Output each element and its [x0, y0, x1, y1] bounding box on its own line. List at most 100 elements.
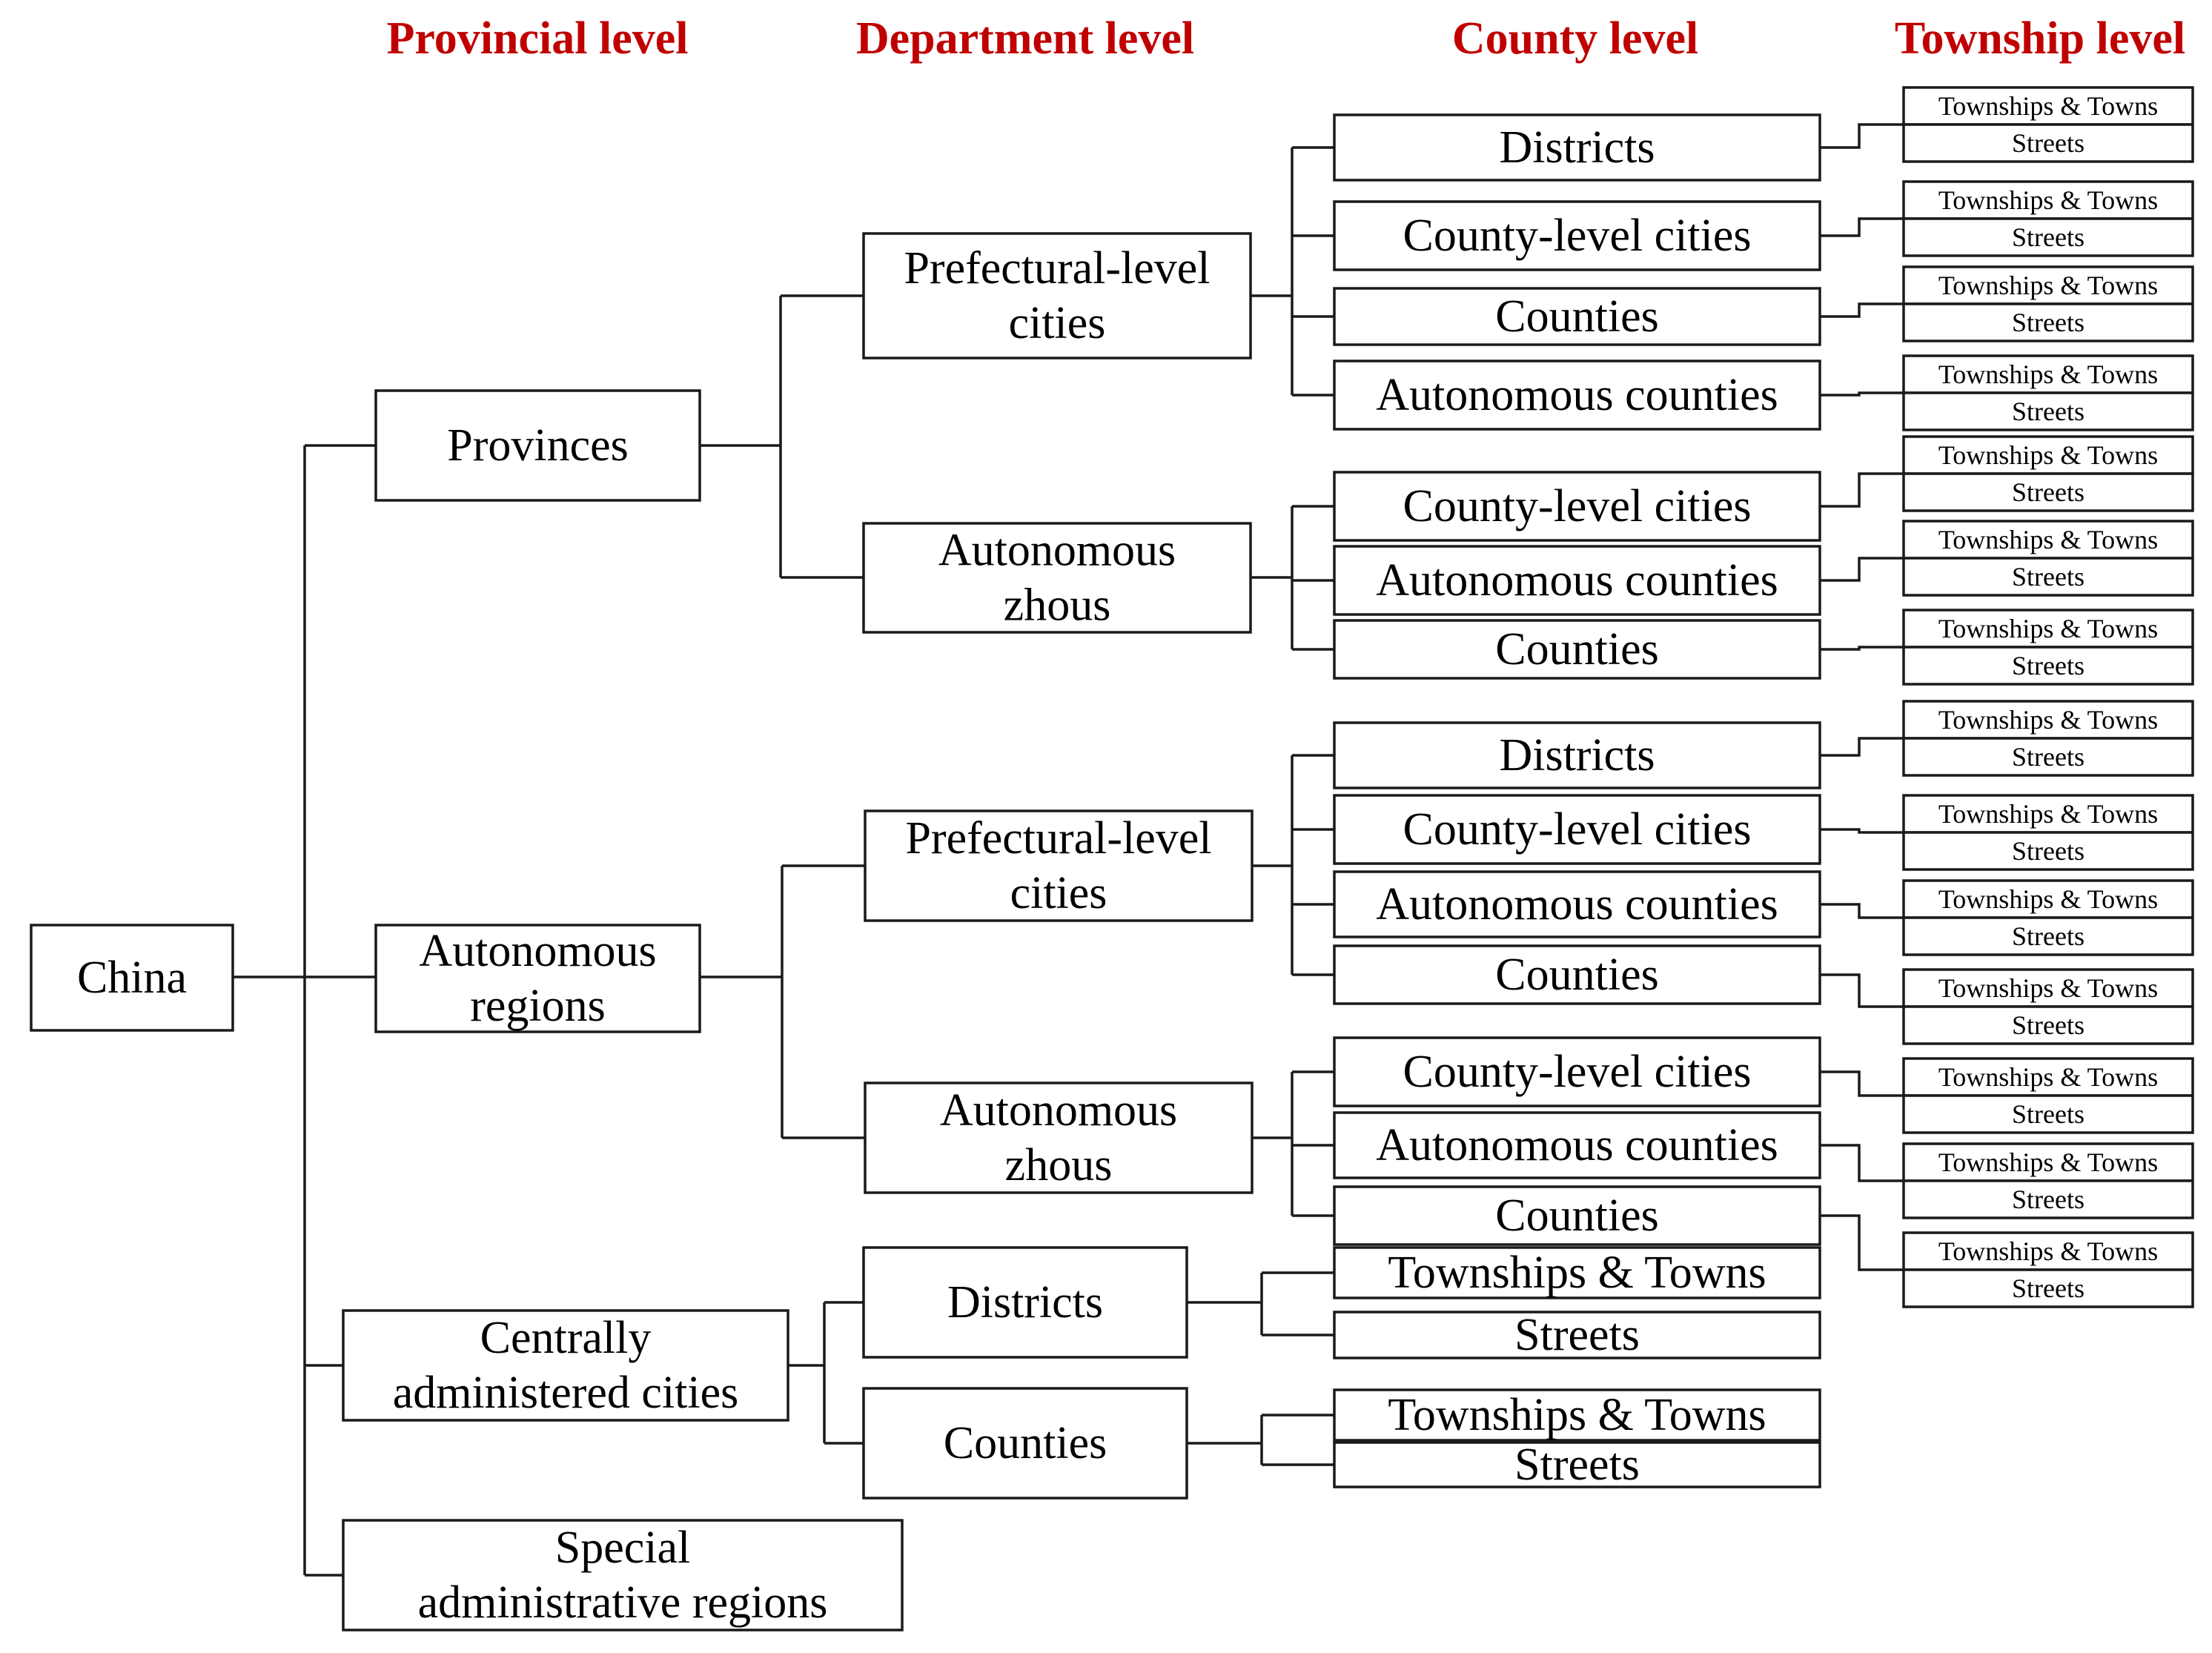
connector-provinces: [700, 294, 864, 579]
node-prefectural-cities-2-label: Prefectural-level: [905, 813, 1211, 864]
node-centrally-administered-cities-label: Centrally: [480, 1313, 652, 1363]
node-districts-a-label: Districts: [1499, 122, 1655, 173]
connector-township-11: [1820, 973, 1904, 1008]
node-townships-towns-1-label: Townships & Towns: [1938, 91, 2158, 121]
connector-centrally-districts: [1187, 1271, 1334, 1336]
connector-township-4: [1820, 391, 1904, 397]
node-streets-3: Streets: [1902, 302, 2194, 342]
node-autonomous-regions-label: Autonomous: [419, 926, 656, 976]
node-townships-towns-14-label: Townships & Towns: [1938, 1236, 2158, 1266]
node-china-label: China: [77, 953, 187, 1003]
node-districts-c: Districts: [1333, 721, 1821, 789]
node-streets-9-label: Streets: [2012, 836, 2084, 866]
node-counties-a: Counties: [1333, 287, 1821, 346]
node-streets-6: Streets: [1902, 557, 2194, 597]
node-streets-13-label: Streets: [2012, 1185, 2084, 1214]
node-townships-towns-5-label: Townships & Towns: [1938, 440, 2158, 470]
node-streets-5-label: Streets: [2012, 477, 2084, 507]
header-provincial-level: Provincial level: [387, 13, 689, 64]
node-autonomous-counties-b: Autonomous counties: [1333, 545, 1821, 616]
node-prefectural-cities-2-label: cities: [1010, 868, 1107, 918]
node-counties-b-label: Counties: [1495, 624, 1658, 675]
connector-township-9: [1820, 828, 1904, 834]
node-centrally-streets-2-label: Streets: [1514, 1440, 1640, 1490]
node-streets-8-label: Streets: [2012, 742, 2084, 772]
connector-prefectural-1: [1251, 146, 1334, 397]
node-centrally-districts: Districts: [862, 1246, 1188, 1359]
node-townships-towns-13-label: Townships & Towns: [1938, 1147, 2158, 1177]
node-townships-towns-10-label: Townships & Towns: [1938, 884, 2158, 914]
node-streets-4-label: Streets: [2012, 397, 2084, 426]
node-townships-towns-4: Townships & Towns: [1902, 354, 2194, 394]
node-townships-towns-5: Townships & Towns: [1902, 435, 2194, 475]
node-townships-towns-2: Townships & Towns: [1902, 180, 2194, 220]
node-centrally-townships-1-label: Townships & Towns: [1388, 1248, 1766, 1298]
node-streets-7: Streets: [1902, 646, 2194, 686]
node-townships-towns-11-label: Townships & Towns: [1938, 973, 2158, 1003]
node-centrally-districts-label: Districts: [947, 1277, 1103, 1328]
node-streets-6-label: Streets: [2012, 562, 2084, 592]
node-streets-5: Streets: [1902, 472, 2194, 512]
node-prefectural-cities-1-label: Prefectural-level: [904, 243, 1210, 294]
node-county-level-cities-b-label: County-level cities: [1403, 481, 1751, 531]
node-streets-13: Streets: [1902, 1179, 2194, 1219]
connector-township-8: [1820, 737, 1904, 757]
node-townships-towns-7: Townships & Towns: [1902, 609, 2194, 649]
node-autonomous-zhous-1-label: zhous: [1004, 580, 1111, 631]
node-autonomous-regions-label: regions: [470, 981, 606, 1031]
node-special-administrative-regions-label: Special: [555, 1523, 691, 1573]
node-streets-1-label: Streets: [2012, 128, 2084, 158]
node-townships-towns-14: Townships & Towns: [1902, 1231, 2194, 1271]
node-streets-2-label: Streets: [2012, 222, 2084, 252]
node-districts-c-label: Districts: [1499, 730, 1655, 781]
node-china: China: [30, 924, 234, 1032]
node-streets-12: Streets: [1902, 1094, 2194, 1134]
node-townships-towns-3: Townships & Towns: [1902, 265, 2194, 305]
connector-township-6: [1820, 557, 1904, 582]
node-provinces: Provinces: [374, 389, 701, 502]
node-townships-towns-9-label: Townships & Towns: [1938, 799, 2158, 829]
node-townships-towns-9: Townships & Towns: [1902, 794, 2194, 834]
node-autonomous-counties-d: Autonomous counties: [1333, 1111, 1821, 1179]
node-streets-8: Streets: [1902, 737, 2194, 777]
node-townships-towns-4-label: Townships & Towns: [1938, 360, 2158, 389]
node-county-level-cities-a-label: County-level cities: [1403, 211, 1751, 261]
node-counties-c: Counties: [1333, 944, 1821, 1005]
node-townships-towns-3-label: Townships & Towns: [1938, 271, 2158, 300]
node-streets-14: Streets: [1902, 1268, 2194, 1308]
node-counties-a-label: Counties: [1495, 291, 1658, 342]
node-townships-towns-6: Townships & Towns: [1902, 520, 2194, 560]
header-county-level: County level: [1452, 13, 1698, 64]
node-autonomous-counties-b-label: Autonomous counties: [1376, 555, 1778, 606]
node-autonomous-counties-a: Autonomous counties: [1333, 360, 1821, 431]
connector-centrally-cities: [788, 1301, 864, 1445]
node-townships-towns-12: Townships & Towns: [1902, 1057, 2194, 1097]
node-streets-1: Streets: [1902, 123, 2194, 163]
node-streets-7-label: Streets: [2012, 651, 2084, 680]
connector-township-13: [1820, 1144, 1904, 1182]
node-townships-towns-10: Townships & Towns: [1902, 879, 2194, 919]
connector-prefectural-2: [1252, 754, 1334, 976]
node-townships-towns-11: Townships & Towns: [1902, 968, 2194, 1008]
header-department-level: Department level: [856, 13, 1194, 64]
connector-autonomous-regions: [700, 864, 865, 1139]
node-counties-b: Counties: [1333, 619, 1821, 680]
connector-township-7: [1820, 646, 1904, 651]
node-county-level-cities-d: County-level cities: [1333, 1036, 1821, 1107]
node-townships-towns-12-label: Townships & Towns: [1938, 1062, 2158, 1092]
node-streets-11-label: Streets: [2012, 1010, 2084, 1040]
node-townships-towns-2-label: Townships & Towns: [1938, 185, 2158, 215]
node-centrally-townships-1: Townships & Towns: [1333, 1246, 1821, 1299]
node-counties-d-label: Counties: [1495, 1190, 1658, 1241]
node-centrally-streets-2: Streets: [1333, 1440, 1821, 1490]
node-centrally-streets-1-label: Streets: [1514, 1310, 1640, 1360]
connector-township-5: [1820, 472, 1904, 508]
connector-township-12: [1820, 1070, 1904, 1097]
